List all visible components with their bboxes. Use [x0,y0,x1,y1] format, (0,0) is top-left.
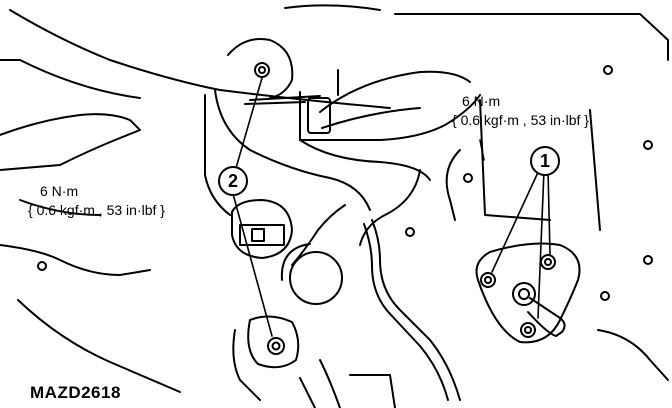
mount-bolt-bottom [520,322,536,338]
lock-rod [291,204,461,401]
callout-1-torque: 6 N·m [462,93,501,109]
lower-contour [299,359,396,408]
service-hole-plug [231,199,293,259]
panel-holes [37,65,669,381]
regulator-mount-plate [475,242,581,344]
callout-1-torque-alt: { 0.6 kgf·m , 53 in·lbf } [452,112,589,128]
panel-contour [0,9,391,393]
regulator-shaft [512,282,536,306]
lower-bolt-area [232,315,300,401]
mount-bolt-left [480,272,496,288]
callout-2-torque: 6 N·m [40,183,79,199]
inner-panel-contours [214,89,601,246]
upper-bolt [254,62,270,78]
callout-2-torque-alt: { 0.6 kgf·m , 53 in·lbf } [28,202,165,218]
upper-bolt-boss [227,38,294,99]
leader-lines [232,77,551,337]
round-service-hole [280,243,343,305]
callout-1-marker: 1 [530,146,560,176]
lower-bolt [267,337,285,355]
mount-bolt-upper-right [540,254,556,270]
figure-code: MAZD2618 [30,383,121,402]
callout-2-marker: 2 [218,166,248,196]
door-frame-outline [284,4,669,61]
